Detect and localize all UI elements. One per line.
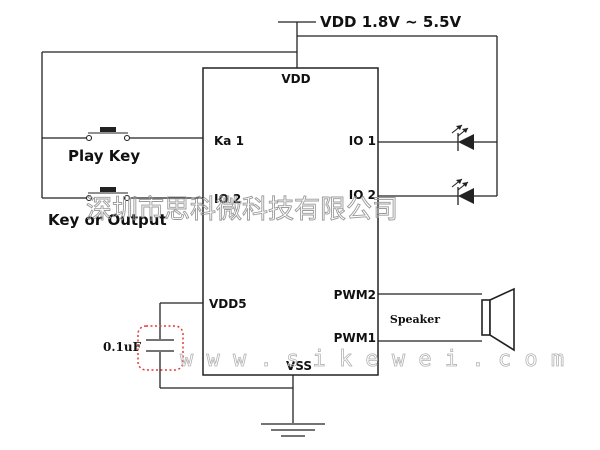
ic-chip-body bbox=[202, 67, 379, 376]
chip-vdd-label: VDD bbox=[281, 72, 310, 86]
capacitor-highlight bbox=[137, 325, 184, 371]
key-or-output-switch bbox=[42, 187, 203, 202]
company-watermark: 深圳市思科微科技有限公司 bbox=[86, 195, 398, 225]
led-2 bbox=[378, 178, 497, 205]
vdd-supply-symbol bbox=[278, 21, 316, 68]
url-watermark: w w w . s i k e w e i . c o m bbox=[180, 347, 564, 372]
pin-io2-left-label: IO 2 bbox=[214, 192, 241, 206]
pin-vdd5-label: VDD5 bbox=[209, 297, 247, 311]
pin-ka1-label: Ka 1 bbox=[214, 134, 244, 148]
play-key-switch bbox=[42, 127, 203, 142]
capacitor-0p1uf bbox=[137, 302, 293, 389]
ground-symbol bbox=[261, 375, 325, 437]
play-key-label: Play Key bbox=[68, 147, 140, 165]
key-or-output-label: Key or Output bbox=[48, 211, 167, 229]
chip-vss-label: VSS bbox=[286, 359, 312, 373]
capacitor-label: 0.1uF bbox=[103, 340, 142, 354]
pin-pwm1-label: PWM1 bbox=[334, 331, 376, 345]
pin-pwm2-label: PWM2 bbox=[334, 288, 376, 302]
speaker-symbol bbox=[481, 287, 515, 352]
speaker-label: Speaker bbox=[390, 313, 440, 326]
led-1 bbox=[378, 124, 497, 151]
supply-voltage-label: VDD 1.8V ~ 5.5V bbox=[320, 13, 461, 31]
pin-io2-right-label: IO 2 bbox=[349, 188, 376, 202]
pin-io1-label: IO 1 bbox=[349, 134, 376, 148]
